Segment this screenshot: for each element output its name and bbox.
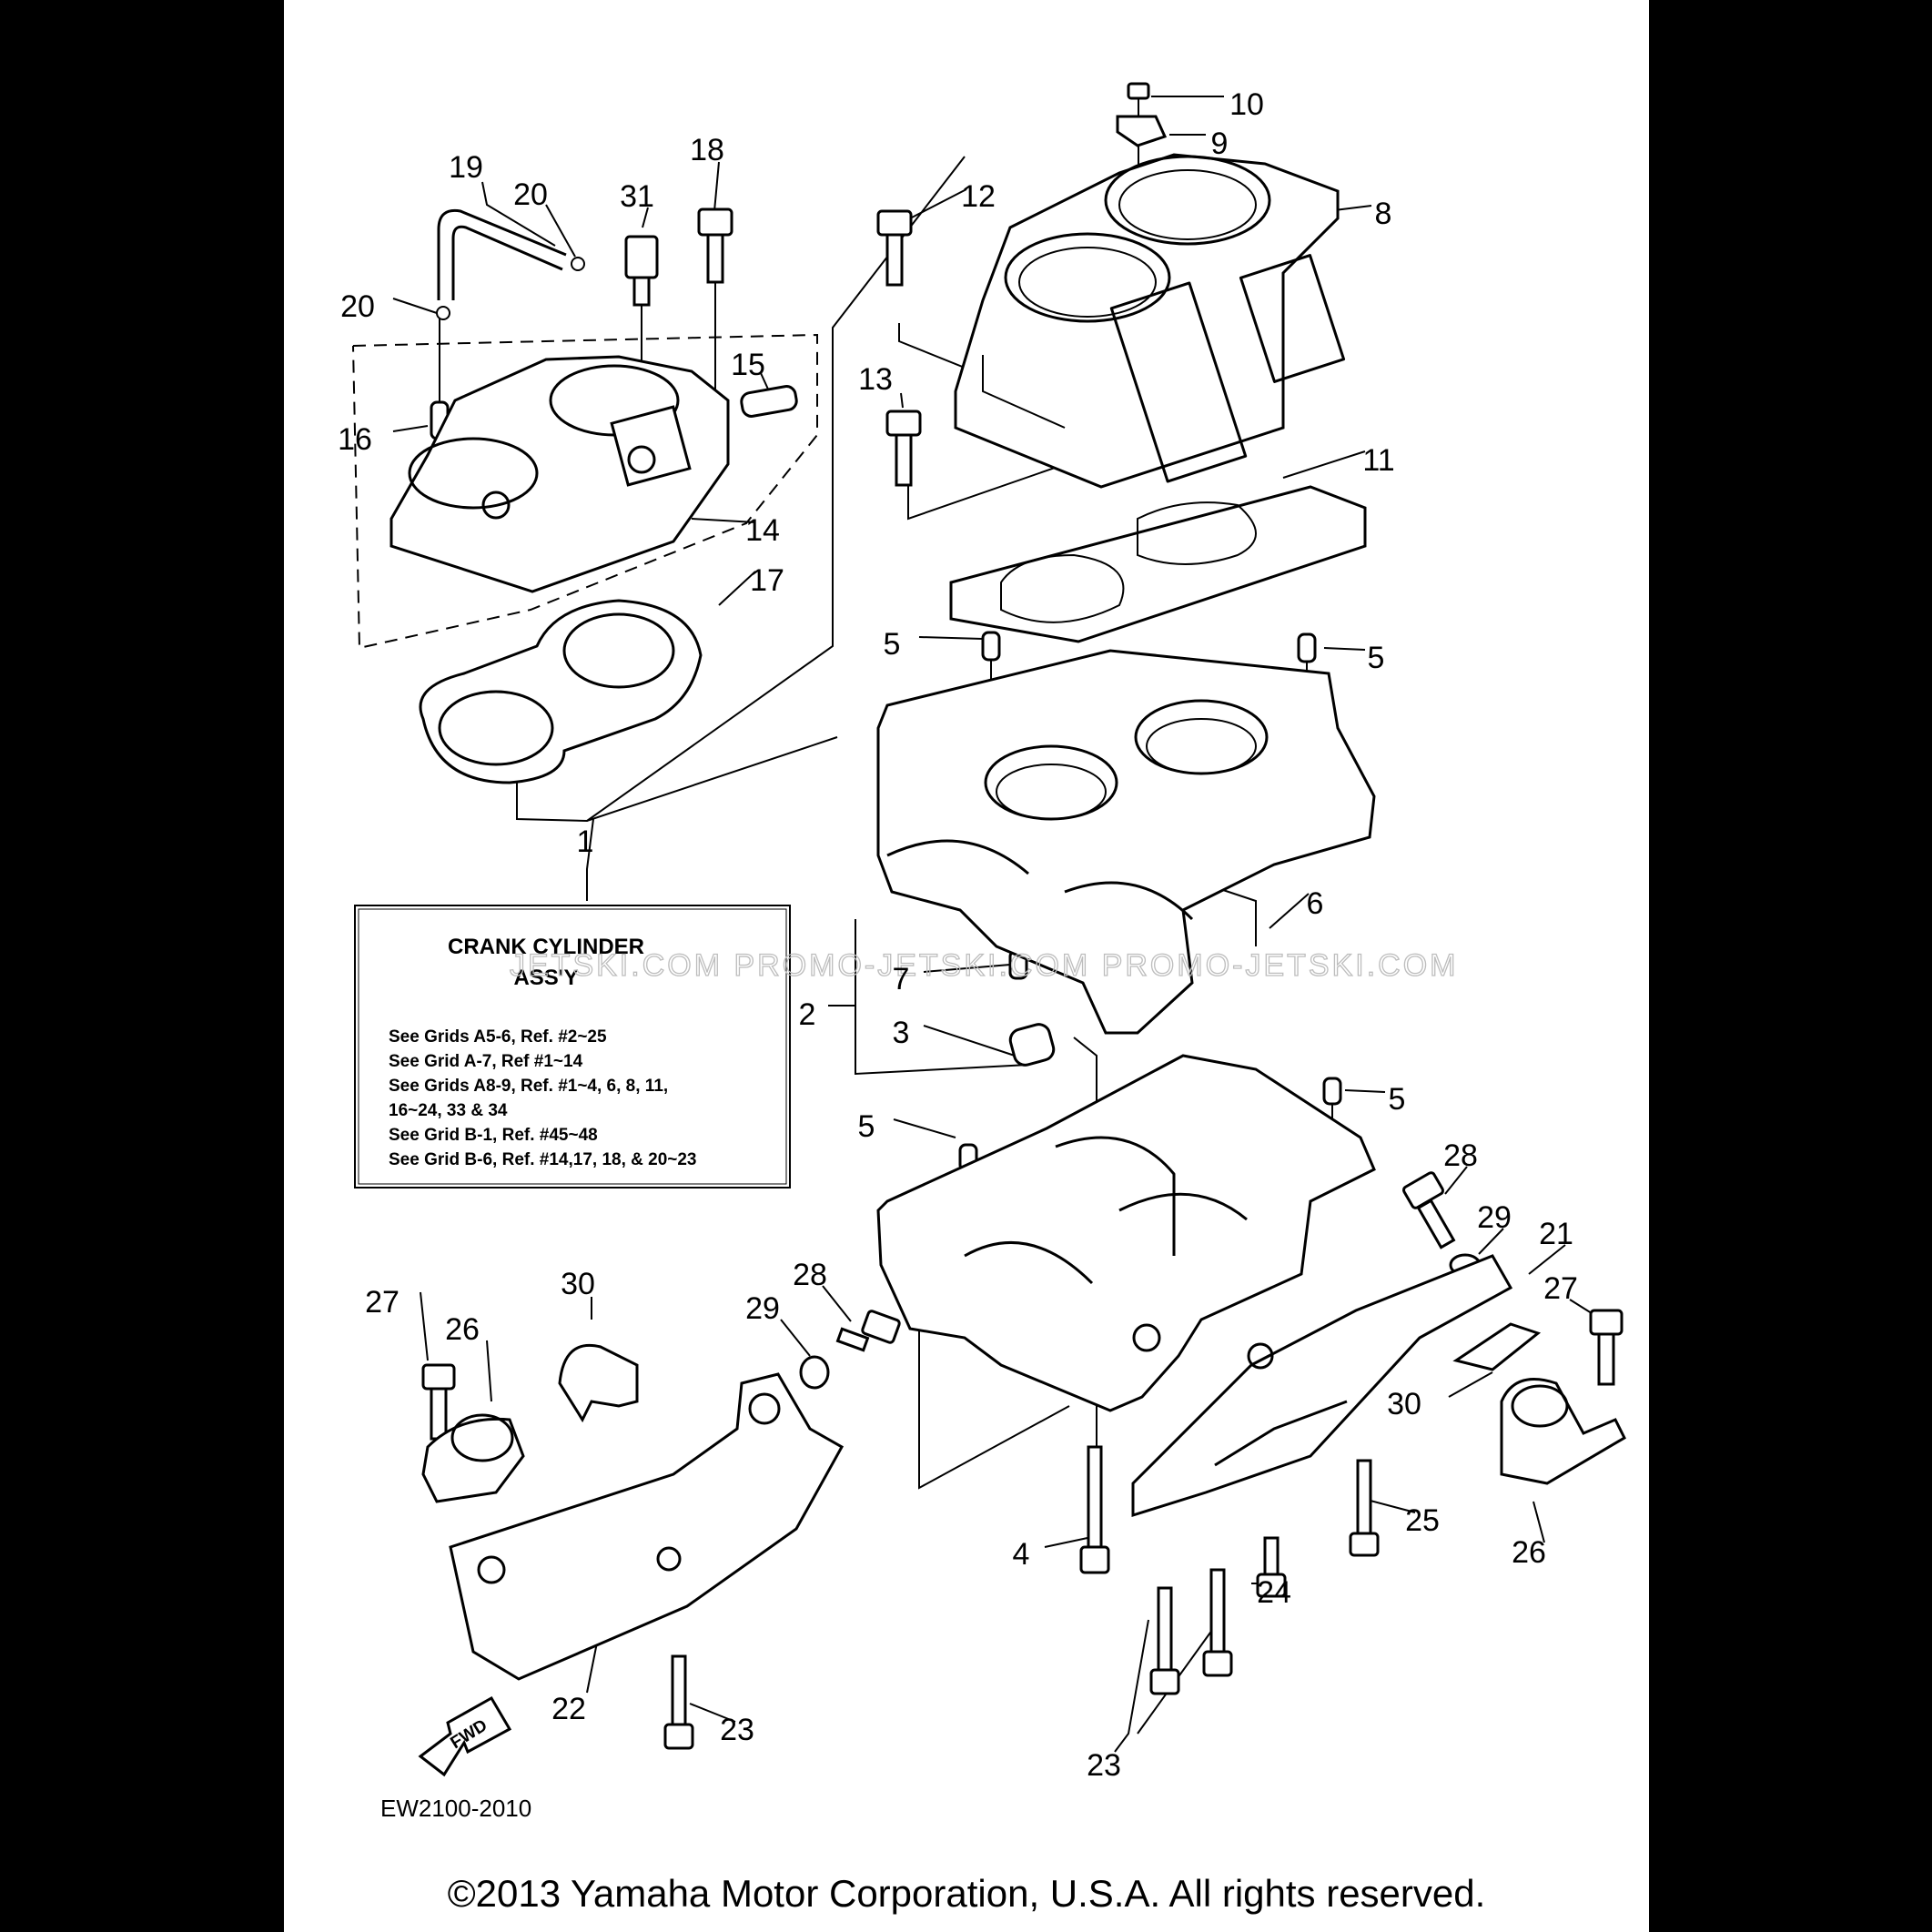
assembly-box-title-line1: CRANK CYLINDER bbox=[448, 935, 644, 959]
callout-6: 6 bbox=[1307, 886, 1324, 921]
callout-10: 10 bbox=[1229, 87, 1264, 122]
callout-23: 23 bbox=[1087, 1748, 1121, 1783]
cylinder-head-group-outline bbox=[352, 333, 818, 650]
assembly-box-line: See Grids A8-9, Ref. #1~4, 6, 8, 11, bbox=[389, 1077, 668, 1096]
assembly-info-box: CRANK CYLINDER ASS'Y See Grids A5-6, Ref… bbox=[354, 905, 791, 1189]
callout-26: 26 bbox=[1512, 1535, 1546, 1570]
callout-8: 8 bbox=[1375, 197, 1392, 231]
callout-17: 17 bbox=[750, 563, 784, 598]
engine-mount-part-26-left bbox=[421, 1413, 525, 1503]
callout-26: 26 bbox=[445, 1312, 480, 1347]
callout-12: 12 bbox=[961, 179, 996, 214]
callout-29: 29 bbox=[1477, 1200, 1512, 1235]
callout-5: 5 bbox=[1389, 1082, 1406, 1117]
callout-21: 21 bbox=[1539, 1217, 1573, 1251]
callout-1: 1 bbox=[577, 824, 594, 859]
callout-27: 27 bbox=[1543, 1271, 1578, 1306]
callout-5: 5 bbox=[884, 627, 901, 662]
callout-16: 16 bbox=[338, 422, 372, 457]
assembly-box-title-line2: ASS'Y bbox=[513, 966, 578, 990]
castings bbox=[389, 153, 1626, 1681]
callout-14: 14 bbox=[745, 513, 780, 548]
shim-part-30-left bbox=[558, 1343, 639, 1423]
callout-7: 7 bbox=[893, 962, 910, 996]
watermark: JETSKI.COM PROMO-JETSKI.COM PROMO-JETSKI… bbox=[510, 948, 1458, 983]
upper-crankcase-part-6 bbox=[876, 649, 1376, 1035]
diagram-code: EW2100-2010 bbox=[380, 1795, 531, 1822]
gasket-part-11 bbox=[949, 485, 1367, 643]
engine-mount-bracket-part-22 bbox=[449, 1372, 845, 1681]
head-gasket-part-17 bbox=[419, 599, 703, 784]
assembly-box-line: See Grid A-7, Ref #1~14 bbox=[389, 1052, 583, 1071]
callout-5: 5 bbox=[1368, 641, 1385, 675]
callout-19: 19 bbox=[449, 150, 483, 185]
callout-20: 20 bbox=[340, 289, 375, 324]
callout-9: 9 bbox=[1211, 126, 1229, 161]
hardware bbox=[421, 82, 1623, 1750]
cylinder-head-part-14 bbox=[389, 355, 730, 593]
callout-15: 15 bbox=[731, 348, 765, 382]
assembly-box-line: See Grids A5-6, Ref. #2~25 bbox=[389, 1027, 607, 1047]
callout-5: 5 bbox=[858, 1109, 875, 1144]
lower-crankcase-part-2 bbox=[876, 1054, 1376, 1412]
callout-28: 28 bbox=[793, 1258, 827, 1292]
callout-27: 27 bbox=[365, 1285, 400, 1320]
callout-3: 3 bbox=[893, 1016, 910, 1050]
callout-28: 28 bbox=[1443, 1138, 1478, 1173]
forward-arrow: FWD bbox=[418, 1695, 512, 1777]
assembly-box-line: 16~24, 33 & 34 bbox=[389, 1101, 508, 1120]
callout-22: 22 bbox=[551, 1692, 586, 1726]
callout-24: 24 bbox=[1257, 1575, 1291, 1610]
callout-13: 13 bbox=[858, 362, 893, 397]
leader-lines bbox=[392, 96, 1603, 1753]
copyright-notice: ©2013 Yamaha Motor Corporation, U.S.A. A… bbox=[448, 1872, 1486, 1915]
callout-11: 11 bbox=[1362, 443, 1394, 478]
callout-18: 18 bbox=[690, 133, 724, 167]
callout-31: 31 bbox=[620, 179, 654, 214]
callout-30: 30 bbox=[1387, 1387, 1421, 1421]
callout-20: 20 bbox=[513, 177, 548, 212]
assembly-box-line: See Grid B-1, Ref. #45~48 bbox=[389, 1126, 598, 1145]
assembly-box-line: See Grid B-6, Ref. #14,17, 18, & 20~23 bbox=[389, 1150, 697, 1169]
callout-23: 23 bbox=[720, 1713, 754, 1747]
engine-mount-bracket-part-21 bbox=[1131, 1254, 1513, 1518]
engine-mount-part-26-right bbox=[1500, 1378, 1626, 1485]
callout-30: 30 bbox=[561, 1267, 595, 1301]
callout-25: 25 bbox=[1405, 1503, 1440, 1538]
callout-4: 4 bbox=[1013, 1537, 1030, 1572]
callout-2: 2 bbox=[799, 997, 816, 1032]
shim-part-30-right bbox=[1452, 1322, 1542, 1371]
cylinder-part-8 bbox=[954, 153, 1346, 489]
callout-29: 29 bbox=[745, 1291, 780, 1326]
